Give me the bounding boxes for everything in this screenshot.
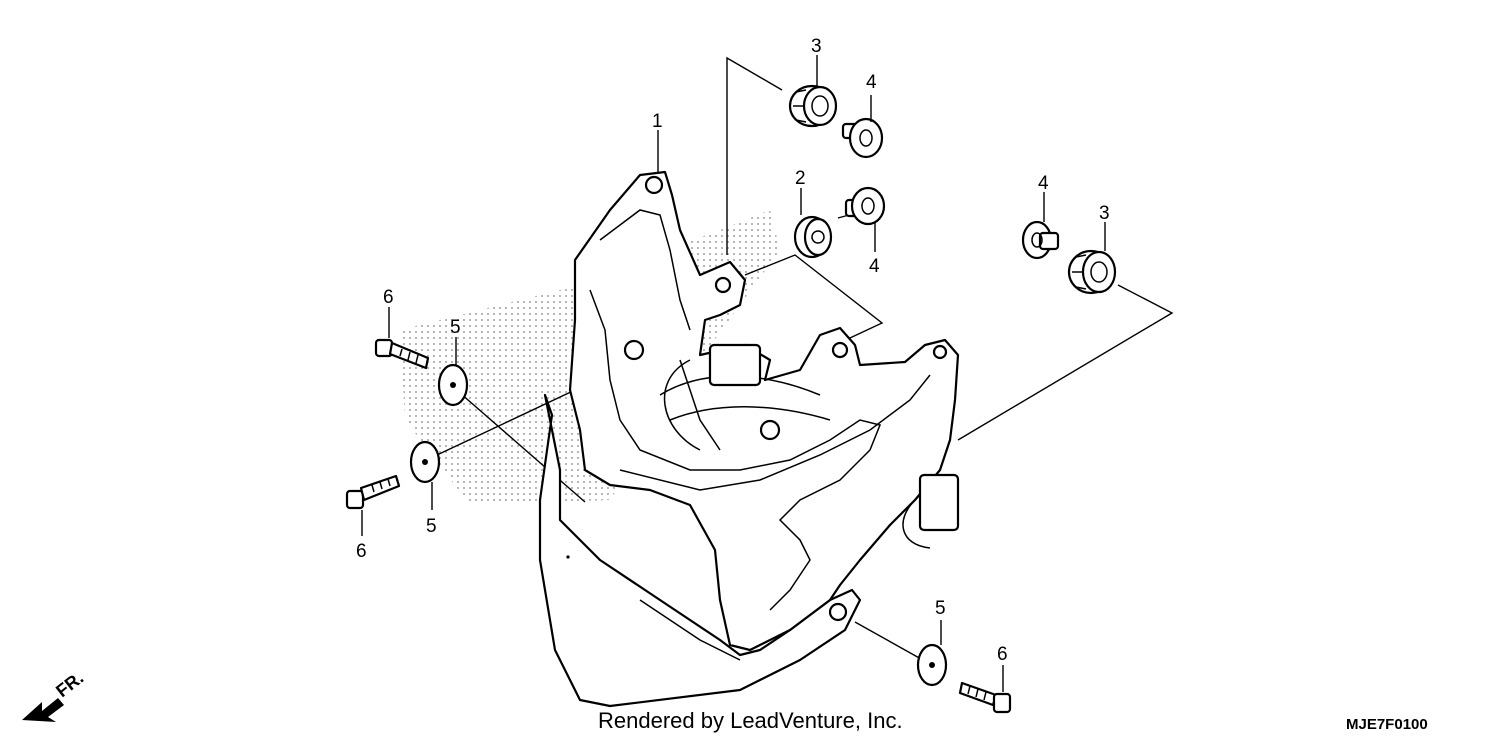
- callout-3-right: 3: [1099, 203, 1110, 224]
- callout-5-lower-left: 5: [426, 516, 437, 537]
- render-credit: Rendered by LeadVenture, Inc.: [598, 708, 903, 733]
- front-arrow-icon: [22, 698, 64, 722]
- collar-4-middle: [844, 186, 886, 226]
- leader-lines: [436, 56, 1174, 665]
- washer-5-lower-left: [409, 440, 441, 484]
- callout-5-upper-left: 5: [450, 317, 461, 338]
- callout-1: 1: [652, 111, 663, 132]
- diagram-code: MJE7F0100: [1346, 716, 1428, 733]
- callout-2: 2: [795, 168, 806, 189]
- callout-ticks: [361, 55, 1106, 692]
- front-direction-indicator: FR.: [22, 668, 87, 722]
- bolt-6-lower-left: [345, 474, 401, 510]
- collar-4-upper: [841, 117, 884, 159]
- front-label: FR.: [52, 668, 87, 701]
- callout-5-lower-right: 5: [935, 598, 946, 619]
- bolt-6-upper-left: [374, 338, 430, 370]
- callout-6-lower-left: 6: [356, 541, 367, 562]
- grommet-3-upper: [788, 84, 838, 128]
- washer-5-lower-right: [916, 643, 948, 687]
- callouts: 1 3 4 2 4 4 3 6 5 5 6 5 6: [356, 36, 1110, 665]
- callout-4-right: 4: [1038, 173, 1049, 194]
- callout-6-upper-left: 6: [383, 287, 394, 308]
- callout-4-middle: 4: [869, 256, 880, 277]
- grommet-2: [793, 215, 833, 259]
- washer-5-upper-left: [437, 363, 469, 407]
- callout-6-lower-right: 6: [997, 644, 1008, 665]
- bolt-6-lower-right: [958, 681, 1012, 714]
- callout-3-upper: 3: [811, 36, 822, 57]
- headlight-assembly: [538, 170, 960, 708]
- callout-4-upper: 4: [866, 72, 877, 93]
- collar-4-right: [1021, 220, 1060, 260]
- grommet-3-right: [1067, 249, 1117, 295]
